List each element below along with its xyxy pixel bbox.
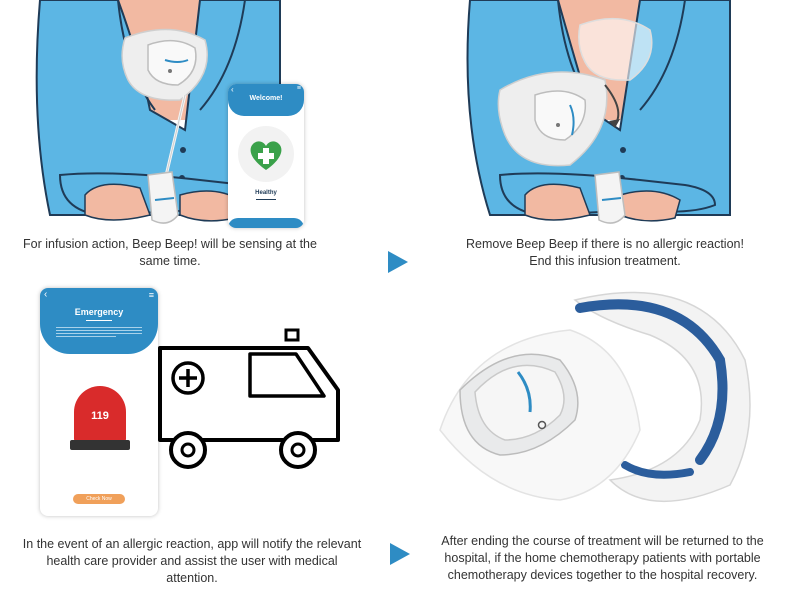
- welcome-title: Welcome!: [249, 95, 283, 102]
- device-product-render: [439, 291, 751, 502]
- phone-footer: [228, 218, 304, 228]
- menu-icon[interactable]: ≡: [148, 290, 154, 300]
- phone-header: [228, 84, 304, 116]
- panel-return-device: After ending the course of treatment wil…: [400, 280, 800, 600]
- phone-emergency-screen: ‹ ≡ Emergency 119 Check Now: [40, 288, 158, 516]
- status-underline: [256, 199, 276, 200]
- arrow-right-icon: [390, 543, 410, 565]
- title-underline: [86, 320, 112, 321]
- panel-infusion-sensing: ‹ ≡ Welcome! Healthy For infusion action…: [0, 0, 400, 270]
- caption-allergic-reaction: In the event of an allergic reaction, ap…: [22, 537, 362, 585]
- siren-icon: 119: [70, 384, 130, 454]
- medical-cross-icon: [171, 361, 205, 395]
- caption-return-device: After ending the course of treatment wil…: [441, 534, 764, 582]
- menu-icon[interactable]: ≡: [296, 85, 301, 92]
- health-status-label: Healthy: [255, 190, 277, 196]
- siren-number: 119: [91, 410, 109, 422]
- removing-patch-illustration: [466, 0, 731, 224]
- phone-header: [40, 288, 158, 354]
- back-icon[interactable]: ‹: [231, 85, 234, 94]
- arrow-right-icon: [388, 251, 408, 273]
- caption-infusion-sensing: For infusion action, Beep Beep! will be …: [23, 237, 317, 268]
- heart-plus-icon: [238, 126, 294, 182]
- panel-remove-patch: Remove Beep Beep if there is no allergic…: [400, 0, 800, 275]
- back-icon[interactable]: ‹: [44, 289, 48, 300]
- patient-wearing-patch-illustration: [35, 0, 281, 224]
- ambulance-icon: [158, 328, 340, 469]
- check-now-button[interactable]: Check Now: [73, 494, 125, 504]
- emergency-title: Emergency: [74, 307, 124, 317]
- caption-remove-patch: Remove Beep Beep if there is no allergic…: [466, 237, 744, 268]
- info-text-lines: [56, 325, 142, 339]
- panel-allergic-reaction: ‹ ≡ Emergency 119 Check Now In the event…: [0, 280, 400, 600]
- phone-welcome-screen: ‹ ≡ Welcome! Healthy: [228, 84, 304, 228]
